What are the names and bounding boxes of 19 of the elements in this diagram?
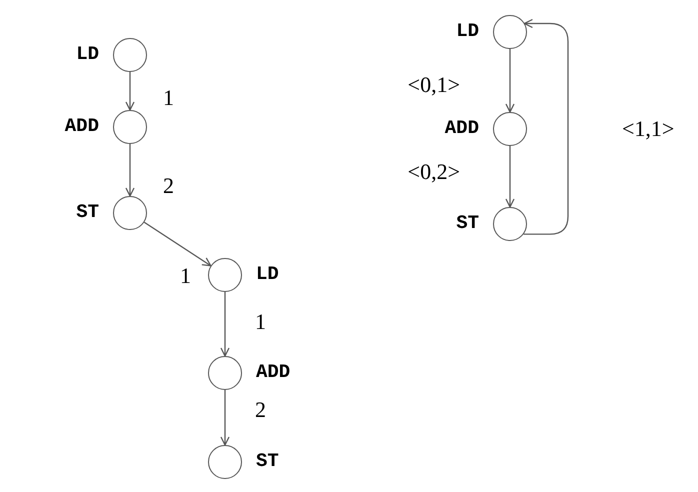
arrow bbox=[144, 222, 212, 266]
instruction-label: ADD bbox=[64, 117, 99, 136]
arrow bbox=[125, 72, 135, 111]
instruction-label: ADD bbox=[256, 363, 290, 382]
instruction-label: ST bbox=[456, 214, 479, 233]
arrow bbox=[505, 146, 515, 208]
edge-label: <0,1> bbox=[408, 74, 460, 96]
instruction-label: ST bbox=[76, 203, 99, 222]
arrow bbox=[524, 18, 569, 235]
instruction-label: ADD bbox=[444, 119, 479, 138]
edge-label: <0,2> bbox=[408, 161, 460, 183]
arrow bbox=[220, 390, 230, 446]
instruction-label: ST bbox=[256, 452, 279, 471]
arrow bbox=[505, 49, 515, 113]
instruction-label: LD bbox=[256, 265, 279, 284]
instruction-label: LD bbox=[76, 45, 99, 64]
arrow bbox=[220, 292, 230, 357]
arrow bbox=[125, 144, 135, 197]
instruction-label: LD bbox=[456, 22, 479, 41]
